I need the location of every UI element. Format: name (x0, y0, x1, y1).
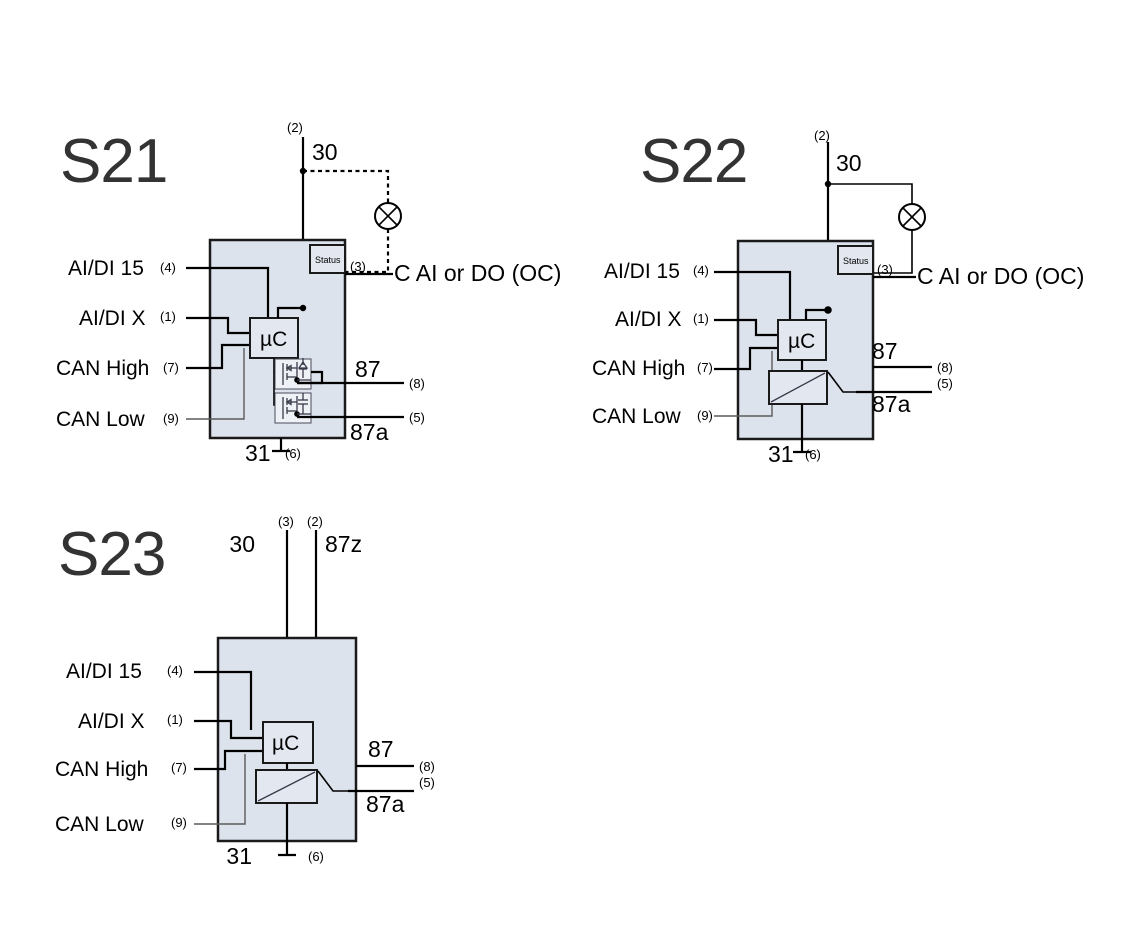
input-label-canhigh-s23: CAN High (55, 758, 148, 781)
terminal-30-label-s22: 30 (836, 150, 862, 176)
input-pin-aidi15-s23: (4) (167, 663, 183, 678)
input-label-canlow-s23: CAN Low (55, 813, 145, 836)
input-label-canhigh-s22: CAN High (592, 357, 685, 380)
mosfet-upper-s21 (274, 358, 312, 390)
output-87-label-s23: 87 (368, 736, 394, 762)
terminal-87z-label-s23: 87z (325, 531, 362, 557)
output-87a-label-s21: 87a (350, 419, 389, 445)
input-pin-canlow-s22: (9) (697, 408, 713, 423)
input-wire-canlow-s23 (194, 754, 246, 825)
ground-pin-s23: (6) (308, 849, 324, 864)
variant-s22: S22 (2) 30 Status (3) C AI or DO (OC) AI… (592, 127, 1084, 467)
input-label-aidix-s23: AI/DI X (78, 710, 145, 733)
output-87a-pin-s22: (5) (937, 376, 953, 391)
terminal-30-pin-s22: (2) (814, 128, 830, 143)
input-label-aidi15-s23: AI/DI 15 (66, 660, 142, 683)
status-output-pin-s22: (3) (877, 262, 893, 277)
input-wire-aidi15-s21 (186, 266, 270, 318)
input-pin-canhigh-s22: (7) (697, 360, 713, 375)
junction-dot-s22 (824, 180, 832, 188)
lamp-loop-bottom-s22 (873, 230, 913, 274)
status-box-s21 (309, 244, 346, 274)
output-87-pin-s23: (8) (419, 759, 435, 774)
lamp-loop-top-s21 (303, 169, 390, 203)
output-87a-pin-s23: (5) (419, 775, 435, 790)
status-box-label-s22: Status (843, 256, 869, 266)
uc-to-terminal30-wire-s22 (804, 308, 828, 320)
output-87-pin-s21: (8) (409, 376, 425, 391)
input-wire-canhigh-s21 (186, 343, 250, 370)
input-label-canhigh-s21: CAN High (56, 357, 149, 380)
ground-pin-s21: (6) (285, 446, 301, 461)
lamp-crossed-circle-icon-s22 (898, 203, 926, 231)
input-wire-canlow-s21 (186, 348, 245, 420)
microcontroller-label-s23: µC (272, 732, 299, 755)
relay-coil-s22 (768, 370, 828, 405)
microcontroller-label-s22: µC (788, 330, 815, 353)
lamp-loop-top-s22 (828, 183, 913, 204)
input-pin-aidi15-s21: (4) (160, 260, 176, 275)
ground-label-s21: 31 (245, 440, 271, 466)
input-label-aidix-s22: AI/DI X (615, 308, 682, 331)
input-label-canlow-s21: CAN Low (56, 408, 146, 431)
output-87a-label-s23: 87a (366, 791, 405, 817)
output-87-label-s22: 87 (872, 338, 898, 364)
input-wire-aidix-s23 (194, 719, 263, 740)
input-label-aidi15-s22: AI/DI 15 (604, 260, 680, 283)
ground-label-s22: 31 (768, 441, 794, 467)
input-pin-canhigh-s23: (7) (171, 760, 187, 775)
external-output-label-s22: C AI or DO (OC) (917, 263, 1084, 289)
variant-title-s22: S22 (640, 127, 747, 196)
input-pin-aidix-s21: (1) (160, 309, 176, 324)
terminal-30-pin-s23: (3) (278, 514, 294, 529)
terminal-30-pin-s21: (2) (287, 120, 303, 135)
input-wire-aidi15-s22 (714, 270, 792, 320)
ground-label-s23: 31 (226, 843, 252, 869)
microcontroller-box-s23 (262, 721, 314, 764)
variant-s23: S23 (3) 30 (2) 87z AI/DI 15 (4) AI/DI X … (55, 514, 435, 869)
variant-title-s21: S21 (60, 127, 167, 196)
external-output-label-s21: C AI or DO (OC) (394, 260, 561, 286)
input-pin-canlow-s21: (9) (163, 411, 179, 426)
input-label-aidi15-s21: AI/DI 15 (68, 257, 144, 280)
ground-pin-s22: (6) (805, 447, 821, 462)
uc-to-terminal30-wire-s21 (276, 306, 303, 318)
output-87-label-s21: 87 (355, 356, 381, 382)
junction-dot2-s22 (824, 306, 832, 314)
input-label-aidix-s21: AI/DI X (79, 307, 146, 330)
microcontroller-label-s21: µC (260, 328, 287, 351)
input-pin-aidi15-s22: (4) (693, 263, 709, 278)
status-output-pin-s21: (3) (350, 259, 366, 274)
input-pin-aidix-s23: (1) (167, 712, 183, 727)
terminal-87z-pin-s23: (2) (307, 514, 323, 529)
status-box-label-s21: Status (315, 255, 341, 265)
relay-switch-arm-s22 (827, 371, 856, 393)
input-wire-aidi15-s23 (194, 670, 253, 730)
mosfet-lower-s21 (274, 392, 312, 424)
output-87a-label-s22: 87a (872, 391, 911, 417)
status-box-s22 (837, 245, 874, 275)
input-pin-aidix-s22: (1) (693, 311, 709, 326)
variant-s21: S21 (2) 30 Status (3) C AI or DO (OC) AI… (56, 120, 561, 466)
input-label-canlow-s22: CAN Low (592, 405, 682, 428)
terminal-30-label-s21: 30 (312, 139, 338, 165)
input-wire-aidix-s21 (186, 316, 250, 335)
input-wire-canhigh-s22 (714, 346, 778, 371)
microcontroller-box-s21 (249, 317, 299, 359)
junction-dot-s21 (299, 167, 307, 175)
output-87-pin-s22: (8) (937, 360, 953, 375)
relay-switch-arm-s23 (317, 770, 348, 792)
input-wire-canhigh-s23 (194, 749, 263, 771)
input-pin-canhigh-s21: (7) (163, 360, 179, 375)
terminal-30-label-s23: 30 (229, 531, 255, 557)
variant-title-s23: S23 (58, 520, 165, 589)
relay-coil-s23 (255, 769, 318, 804)
output-87a-pin-s21: (5) (409, 410, 425, 425)
lamp-crossed-circle-icon-s21 (374, 202, 402, 230)
input-wire-aidix-s22 (714, 318, 778, 337)
junction-dot2-s21 (299, 304, 307, 312)
input-pin-canlow-s23: (9) (171, 815, 187, 830)
